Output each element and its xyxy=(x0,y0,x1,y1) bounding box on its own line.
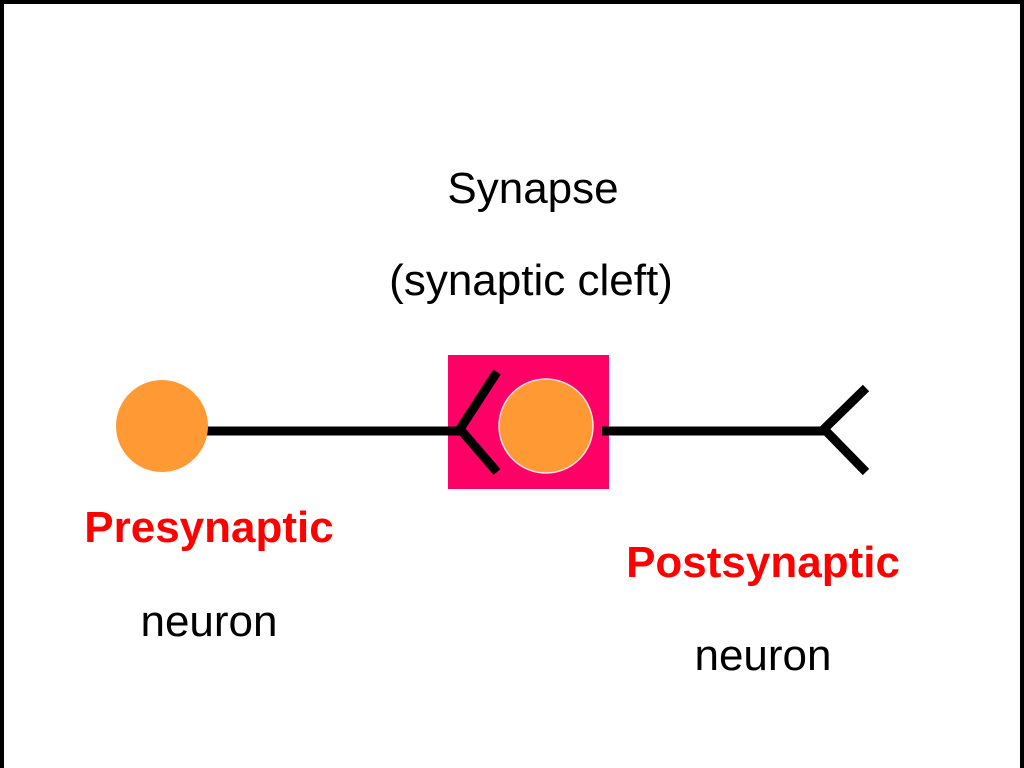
synapse-title: Synapse xyxy=(447,164,619,213)
postsynaptic-label: Postsynaptic xyxy=(626,538,900,587)
synapse-subtitle: (synaptic cleft) xyxy=(389,256,673,305)
presynaptic-neuron-label: neuron xyxy=(140,597,278,646)
postsynaptic-cell-body xyxy=(498,378,594,474)
presynaptic-cell-body xyxy=(116,380,208,472)
postsynaptic-terminal xyxy=(817,384,870,476)
presynaptic-terminal xyxy=(454,369,501,475)
synapse-diagram xyxy=(116,355,870,489)
presynaptic-label: Presynaptic xyxy=(84,503,334,552)
postsynaptic-neuron-label: neuron xyxy=(694,631,832,680)
